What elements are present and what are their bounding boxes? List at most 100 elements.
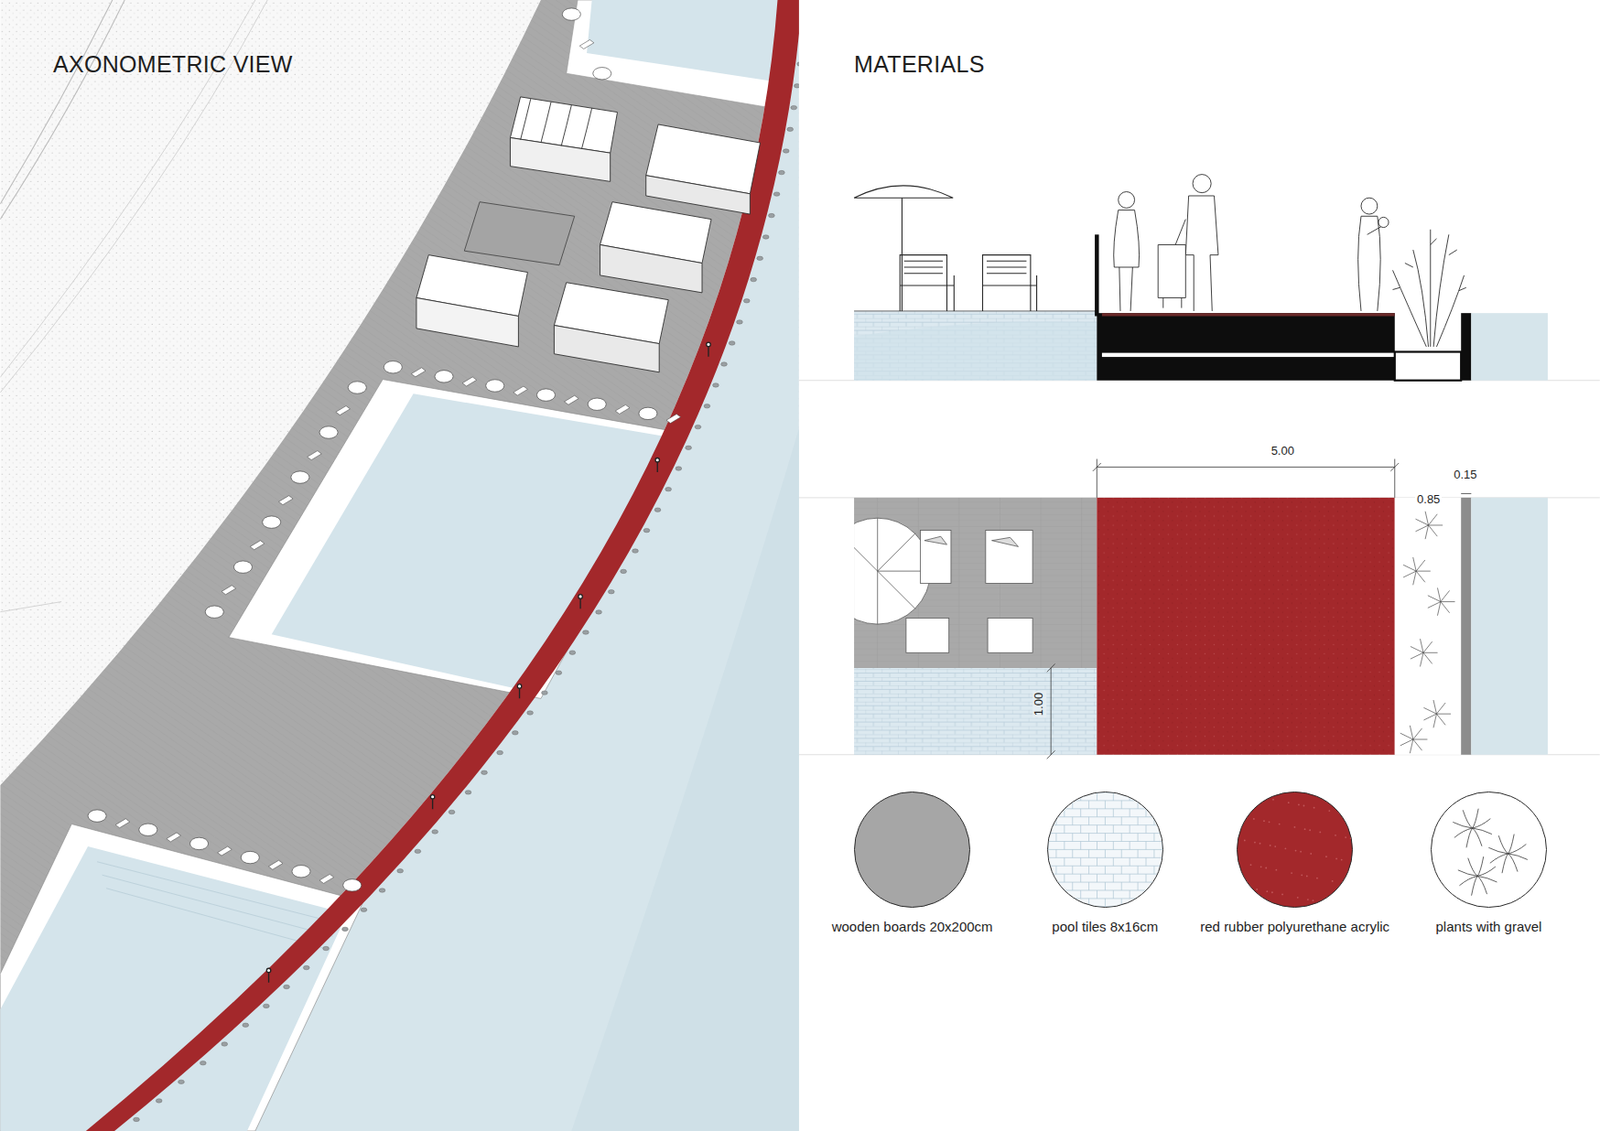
- person: [430, 795, 434, 811]
- tile-joint: [1113, 825, 1114, 834]
- speckle: [1268, 821, 1271, 824]
- legend-label: pool tiles 8x16cm: [1051, 918, 1158, 935]
- tile-joint: [1145, 809, 1146, 818]
- speckle: [1338, 905, 1341, 908]
- planter: [675, 466, 682, 471]
- umbrella: [593, 67, 612, 80]
- speckle: [1263, 820, 1265, 822]
- tile-joint: [1161, 907, 1163, 909]
- lounger: [268, 860, 283, 870]
- tile-joint: [1048, 842, 1049, 851]
- speckle: [1332, 904, 1335, 907]
- legend-swatch: [1430, 791, 1547, 909]
- speckle: [1343, 813, 1346, 816]
- panel-heading: AXONOMETRIC VIEW: [53, 51, 293, 78]
- tile-joint: [1104, 850, 1106, 859]
- tile-joint: [1153, 898, 1155, 908]
- umbrella: [190, 837, 209, 850]
- planter: [178, 1080, 185, 1084]
- speckle: [1254, 842, 1256, 844]
- person: [578, 594, 583, 610]
- tile-joint: [1136, 865, 1138, 875]
- tile-joint: [1063, 792, 1065, 801]
- speckle: [1285, 847, 1287, 850]
- planter: [694, 424, 702, 429]
- planter: [448, 810, 455, 814]
- tile-joint: [1080, 874, 1082, 883]
- tile-line: [1048, 882, 1164, 884]
- planter: [595, 610, 603, 615]
- speckle: [1259, 843, 1262, 845]
- legend-swatch: [1236, 791, 1353, 909]
- lounger: [115, 819, 130, 829]
- tile-joint: [1128, 857, 1130, 866]
- speckle: [1334, 834, 1337, 837]
- tile-joint: [1153, 882, 1155, 891]
- speckle: [1350, 837, 1352, 840]
- planter: [768, 213, 776, 217]
- lounger: [217, 846, 233, 856]
- umbrella: [347, 381, 367, 394]
- tile-joint: [1128, 809, 1130, 818]
- person: [706, 342, 711, 357]
- tile-joint: [1048, 874, 1049, 883]
- speckle: [1325, 855, 1328, 858]
- planter: [283, 984, 291, 989]
- lounger: [666, 413, 682, 423]
- lounger: [278, 496, 293, 506]
- tile-joint: [1136, 850, 1138, 859]
- tile-joint: [1063, 857, 1065, 866]
- speckle: [1335, 858, 1338, 861]
- umbrella: [262, 516, 282, 529]
- tile-joint: [1113, 890, 1114, 899]
- tile-joint: [1128, 825, 1130, 834]
- umbrella: [383, 361, 402, 374]
- tile-joint: [1063, 825, 1065, 834]
- tile-joint: [1128, 792, 1130, 801]
- tile-joint: [1080, 842, 1082, 851]
- plant-stroke: [1452, 809, 1492, 849]
- planter: [323, 946, 330, 951]
- tile-joint: [1048, 792, 1049, 801]
- tile-joint: [1136, 898, 1138, 908]
- tile-joint: [1055, 850, 1057, 859]
- tile-joint: [1113, 842, 1114, 851]
- speckle: [1340, 859, 1343, 862]
- speckle: [1294, 826, 1297, 829]
- tile-line: [1048, 898, 1164, 900]
- speckle: [1308, 829, 1311, 832]
- dimension-label: 1.00: [1033, 691, 1048, 718]
- speckle: [1290, 872, 1293, 875]
- planter: [728, 341, 736, 346]
- umbrella: [87, 810, 107, 822]
- tile-line: [1048, 832, 1164, 834]
- speckle: [1329, 810, 1331, 812]
- planter: [790, 105, 798, 109]
- tile-joint: [1121, 882, 1123, 891]
- tile-joint: [1145, 792, 1146, 801]
- speckle: [1341, 882, 1344, 885]
- person: [517, 684, 521, 700]
- lounger: [615, 404, 630, 414]
- tile-joint: [1104, 800, 1106, 810]
- lounger: [564, 395, 580, 405]
- plant: [1423, 700, 1451, 728]
- tile-joint: [1145, 842, 1146, 851]
- plant: [1400, 725, 1428, 754]
- tile-joint: [1096, 857, 1098, 866]
- tile-joint: [1136, 882, 1138, 891]
- tile-line: [1048, 816, 1164, 818]
- umbrella: [233, 561, 252, 573]
- speckle: [1260, 866, 1263, 869]
- speckle: [1272, 799, 1275, 801]
- planter: [654, 508, 661, 512]
- planter: [736, 320, 744, 325]
- speckle: [1309, 853, 1312, 855]
- tile-joint: [1161, 792, 1163, 801]
- speckle: [1237, 815, 1240, 818]
- tile-joint: [1153, 865, 1155, 875]
- speckle: [1264, 867, 1267, 870]
- tile-joint: [1136, 833, 1138, 843]
- person: [655, 457, 660, 473]
- speckle: [1339, 811, 1341, 814]
